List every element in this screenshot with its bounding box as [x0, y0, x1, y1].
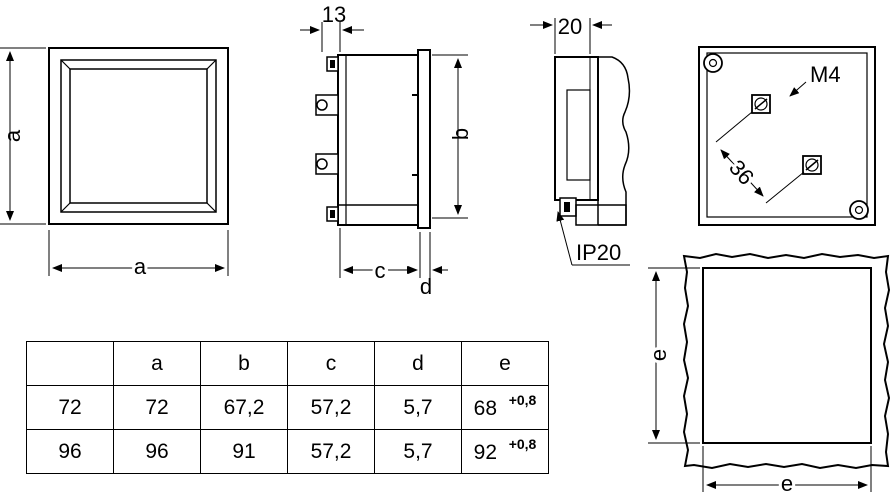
e-value: 68 [473, 397, 498, 420]
e-cell: 68 +0,8 [461, 385, 549, 430]
screw-top-icon [751, 94, 771, 114]
terminal-cover-view: 20 IP20 [530, 14, 631, 266]
screw-label: M4 [810, 62, 841, 87]
a-cell: 96 [113, 429, 201, 474]
size-cell: 72 [26, 385, 114, 430]
table-row: 96 96 91 57,2 5,7 92 +0,8 [26, 429, 549, 474]
b-cell: 91 [200, 429, 288, 474]
table-row: 72 72 67,2 57,2 5,7 68 +0,8 [26, 385, 549, 430]
c-cell: 57,2 [287, 385, 375, 430]
front-height-label: a [0, 129, 25, 142]
rear-view: M4 36 [698, 46, 876, 226]
a-cell: 72 [113, 385, 201, 430]
c-cell: 57,2 [287, 429, 375, 474]
side-flange-label: d [420, 274, 432, 299]
screw-bottom-icon [802, 155, 822, 175]
size-cell: 96 [26, 429, 114, 474]
header-cell: d [374, 341, 462, 386]
cutout-width-label: e [781, 471, 793, 493]
e-tolerance: +0,8 [508, 436, 537, 452]
table-header-row: a b c d e [26, 341, 549, 386]
header-cell: b [200, 341, 288, 386]
terminal-width-label: 20 [558, 14, 582, 39]
cutout-height-label: e [646, 349, 671, 361]
side-height-label: b [448, 128, 473, 140]
panel-cutout-view: e e [643, 252, 891, 493]
header-cell [26, 341, 114, 386]
side-top-label: 13 [322, 2, 346, 27]
protection-label: IP20 [576, 240, 621, 265]
e-value: 92 [473, 441, 498, 464]
front-width-label: a [134, 254, 147, 279]
hole-spacing-label: 36 [724, 155, 759, 190]
e-cell: 92 +0,8 [461, 429, 549, 474]
d-cell: 5,7 [374, 429, 462, 474]
header-cell: a [113, 341, 201, 386]
dimension-table: a b c d e 72 72 67,2 57,2 5,7 68 +0,8 96… [26, 341, 549, 474]
side-view: 13 b c d [300, 2, 473, 299]
header-cell: c [287, 341, 375, 386]
d-cell: 5,7 [374, 385, 462, 430]
b-cell: 67,2 [200, 385, 288, 430]
header-cell: e [461, 341, 549, 386]
front-view: a a [0, 47, 229, 282]
e-tolerance: +0,8 [508, 392, 537, 408]
side-depth-label: c [375, 258, 386, 283]
